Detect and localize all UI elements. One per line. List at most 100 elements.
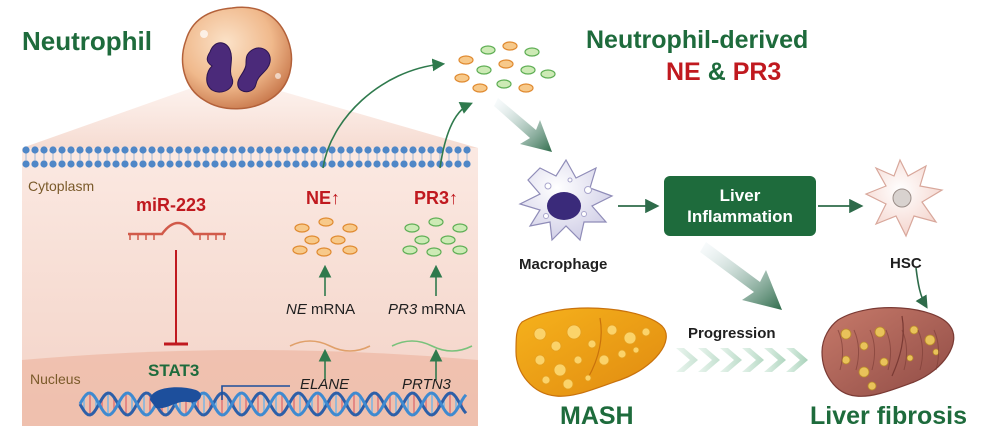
ne-mrna-word: mRNA (311, 301, 356, 318)
ne-up-arrow: ↑ (331, 188, 341, 208)
fibrosis-fat-droplet (879, 357, 889, 367)
ne-granule (342, 245, 358, 255)
lipid-head (184, 160, 192, 168)
lipid-head (256, 160, 264, 168)
pr3-granule (426, 247, 442, 257)
lipid-head (391, 146, 399, 154)
lipid-head (409, 160, 417, 168)
lipid-head (463, 160, 471, 168)
progression-chevron (786, 348, 808, 372)
lipid-head (355, 146, 363, 154)
lipid-head (130, 160, 138, 168)
lipid-head (193, 160, 201, 168)
lipid-head (67, 146, 75, 154)
lipid-head (238, 160, 246, 168)
secreted-pr3-granule (496, 79, 512, 89)
lipid-head (274, 146, 282, 154)
lipid-head (139, 146, 147, 154)
pr3-secretion-arrow (439, 102, 473, 169)
pr3-granule (452, 223, 468, 233)
pr3-mrna-word: mRNA (421, 301, 466, 318)
lipid-head (112, 160, 120, 168)
lipid-head (31, 146, 39, 154)
pr3-mrna-label: PR3 mRNA (388, 302, 466, 317)
fat-droplet (606, 324, 618, 336)
fibrosis-scar-strand (901, 329, 908, 371)
progression-chevron (698, 348, 720, 372)
pr3-up-arrow: ↑ (449, 188, 459, 208)
ne-mrna-strand (289, 340, 371, 352)
granules-to-macrophage-arrow (494, 98, 552, 152)
promoter-line (221, 385, 290, 400)
lipid-head (94, 146, 102, 154)
mash-liver (515, 307, 667, 397)
stat3-label: STAT3 (148, 361, 200, 380)
fibrosis-fat-droplet (841, 355, 851, 365)
dna-strand (78, 391, 468, 417)
lipid-head (49, 146, 57, 154)
lipid-head (211, 146, 219, 154)
ne-up-label: NE↑ (306, 189, 340, 207)
lipid-head (103, 160, 111, 168)
lipid-head (319, 146, 327, 154)
liver-inflammation-box (664, 176, 816, 236)
fat-droplet (533, 327, 547, 341)
lipid-head (274, 160, 282, 168)
ne-granule (318, 217, 334, 227)
ne-mrna-gene: NE (286, 301, 307, 318)
pr3-granule (404, 223, 420, 233)
dna-strand (78, 391, 468, 417)
lipid-head (67, 160, 75, 168)
progression-chevrons (676, 348, 808, 372)
lipid-head (139, 160, 147, 168)
lipid-head (328, 146, 336, 154)
liver-inflammation-line1: Liver (719, 185, 761, 205)
macrophage-cell (518, 158, 614, 242)
secreted-ne-granule (502, 41, 518, 51)
lipid-head (382, 160, 390, 168)
fibrosis-fat-droplet (840, 328, 852, 340)
fat-droplet (550, 340, 562, 352)
liver-inflammation-line2: Inflammation (687, 207, 793, 226)
secreted-ne-granule (518, 83, 534, 93)
lipid-head (49, 160, 57, 168)
lipid-head (391, 160, 399, 168)
lipid-head (58, 146, 66, 154)
secreted-pr3-granule (524, 47, 540, 57)
cell-membrane (22, 146, 471, 168)
lipid-head (22, 146, 30, 154)
fat-droplet (534, 354, 546, 366)
lipid-head (175, 160, 183, 168)
fat-droplet (566, 324, 582, 340)
fat-droplet (623, 331, 637, 345)
fat-droplet (587, 339, 597, 349)
inflammation-to-fibrosis-arrow (700, 242, 782, 310)
liver-fibrosis-label: Liver fibrosis (810, 402, 967, 430)
lipid-head (445, 160, 453, 168)
pr3-granule (402, 245, 418, 255)
lipid-head (400, 146, 408, 154)
fibrosis-scar-strand (853, 329, 860, 371)
lipid-head (283, 160, 291, 168)
lipid-head (58, 160, 66, 168)
fat-droplet (584, 374, 592, 382)
lipid-head (301, 160, 309, 168)
nucleus-label: Nucleus (30, 371, 81, 387)
ne-granule (304, 235, 320, 245)
lipid-head (76, 160, 84, 168)
fibrosis-scar-strand (869, 329, 876, 371)
lipid-head (445, 146, 453, 154)
lipid-head (157, 146, 165, 154)
lipid-head (409, 146, 417, 154)
fat-droplet (562, 378, 574, 390)
fibrosis-fat-droplet (909, 325, 919, 335)
lipid-head (346, 146, 354, 154)
pr3-granules (402, 217, 468, 257)
secreted-granules (454, 41, 556, 93)
lipid-head (310, 146, 318, 154)
fat-droplet (573, 355, 583, 365)
fibrosis-liver (821, 307, 955, 397)
derived-ne: NE (666, 58, 701, 86)
lipid-head (337, 160, 345, 168)
